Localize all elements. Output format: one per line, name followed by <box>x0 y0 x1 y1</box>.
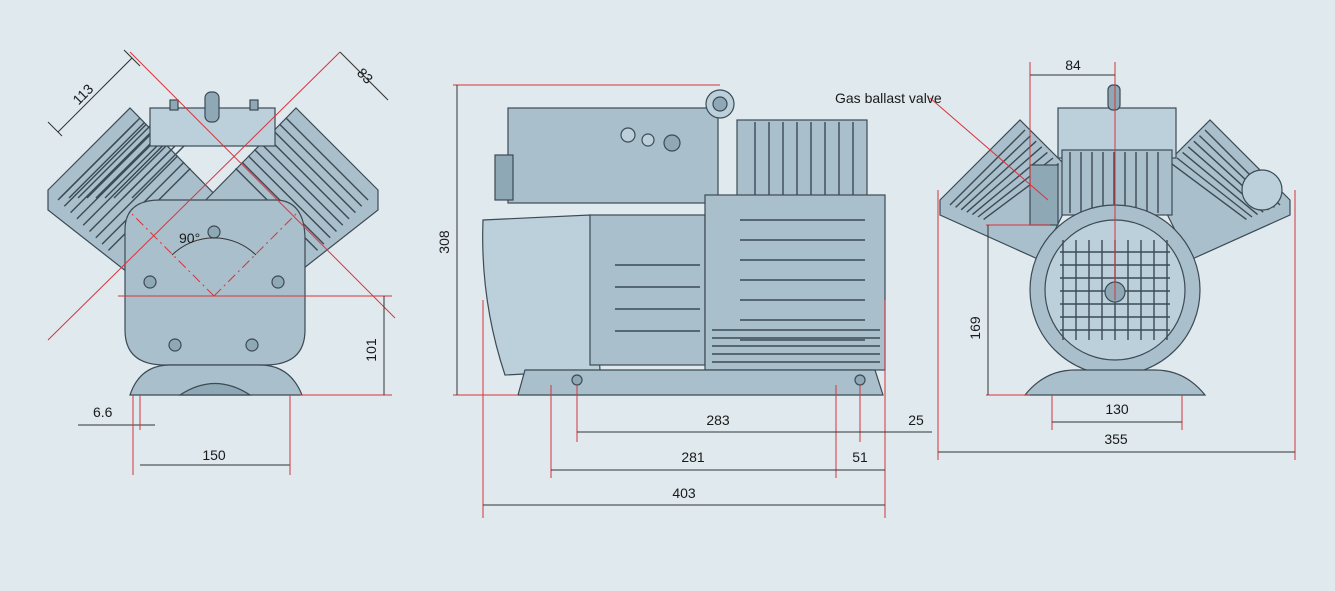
gas-ballast-valve <box>1029 164 1059 226</box>
front-right-fin <box>266 136 350 220</box>
front-base-arch <box>177 383 253 396</box>
rear-left-fin <box>971 151 1048 216</box>
front-bolt-bottom-left <box>168 338 182 352</box>
front-base <box>129 364 303 396</box>
dim-51-label: 51 <box>852 449 868 465</box>
front-left-fin <box>68 122 145 199</box>
side-motor-body <box>589 214 706 366</box>
rear-base <box>1023 369 1207 396</box>
gas-ballast-valve-label: Gas ballast valve <box>835 90 942 106</box>
front-bolt-left <box>143 275 157 289</box>
rear-left-fin <box>955 135 1032 208</box>
angle-label: 90° <box>179 230 200 246</box>
rear-left-fin <box>966 146 1043 213</box>
dim-25-label: 25 <box>908 412 924 428</box>
dim-150-label: 150 <box>202 447 226 463</box>
front-left-fin <box>63 123 147 207</box>
front-crankcase <box>124 199 306 366</box>
side-cap <box>494 154 514 201</box>
dim-169-label: 169 <box>967 316 983 340</box>
rear-right-fin <box>1170 163 1247 220</box>
dim-308-label: 308 <box>436 230 452 254</box>
front-right-fin <box>279 123 363 207</box>
front-bolt-right <box>271 275 285 289</box>
dim-6-6-label: 6.6 <box>93 404 113 420</box>
front-right-fin <box>247 155 331 239</box>
side-view: 308 283 25 281 51 403 <box>436 84 932 518</box>
rear-right-fin <box>1182 151 1259 216</box>
front-left-fin <box>76 136 160 220</box>
side-top-housing <box>507 107 719 204</box>
dim-355-label: 355 <box>1104 431 1128 447</box>
side-crank-housing <box>704 194 886 371</box>
rear-left-fin <box>960 140 1037 211</box>
front-right-fin <box>254 149 337 232</box>
dim-101-label: 101 <box>363 338 379 362</box>
dim-113-label: 113 <box>69 80 96 107</box>
rear-cap <box>1241 169 1283 211</box>
rear-view: 84 169 130 355 Gas ballast valve <box>835 57 1296 460</box>
front-left-fin <box>57 117 141 201</box>
front-left-fin <box>82 142 166 226</box>
front-left-fin <box>89 149 172 232</box>
front-head-bolt <box>204 91 220 123</box>
dim-84-label: 84 <box>1065 57 1081 73</box>
side-base <box>517 369 884 396</box>
dim-130-label: 130 <box>1105 401 1129 417</box>
dim-283-label: 283 <box>706 412 730 428</box>
front-right-fin <box>260 142 344 226</box>
dim-403-label: 403 <box>672 485 696 501</box>
dim-281-label: 281 <box>681 449 705 465</box>
front-head-nut-left <box>169 99 179 111</box>
front-view: 113 83 90° 101 6.6 150 <box>47 49 396 475</box>
rear-left-fin <box>949 129 1026 206</box>
rear-right-fin <box>1176 157 1253 218</box>
angle-arc <box>171 237 257 256</box>
front-left-fin <box>70 130 154 214</box>
front-right-fin <box>272 130 356 214</box>
side-motor-bell <box>482 214 601 376</box>
front-bolt-top <box>207 225 221 239</box>
dim-83-label: 83 <box>354 65 376 87</box>
front-left-fin <box>77 122 154 199</box>
front-bolt-bottom-right <box>245 338 259 352</box>
front-left-fin <box>95 155 179 239</box>
front-head-nut-right <box>249 99 259 111</box>
front-right-fin <box>285 117 369 201</box>
